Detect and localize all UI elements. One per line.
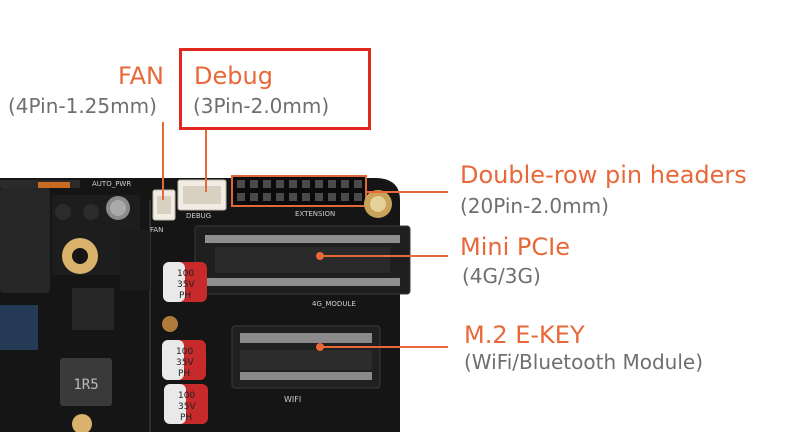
mini-pcie-title: Mini PCIe	[460, 233, 570, 261]
header-pin	[250, 180, 258, 188]
header-pin	[328, 193, 336, 201]
header-pin	[315, 180, 323, 188]
pin-header-pins	[237, 180, 362, 201]
mounting-hole	[72, 414, 92, 432]
cap-label: 100	[177, 269, 194, 279]
board-region	[120, 230, 150, 290]
pin-headers-subtitle: (20Pin-2.0mm)	[460, 194, 609, 218]
silk-debug: DEBUG	[186, 212, 211, 220]
header-pin	[250, 193, 258, 201]
cap-label: 35V	[178, 402, 196, 412]
header-pin	[315, 193, 323, 201]
solder-pad	[38, 182, 70, 188]
header-pin	[276, 193, 284, 201]
small-cap	[162, 316, 178, 332]
cap-label: 100	[178, 391, 195, 401]
header-pin	[354, 180, 362, 188]
debug-highlight-box	[179, 48, 371, 130]
header-pin	[302, 180, 310, 188]
header-pin	[328, 180, 336, 188]
m2-subtitle: (WiFi/Bluetooth Module)	[464, 350, 704, 374]
inductor	[60, 358, 112, 406]
silk-logo	[55, 204, 71, 220]
fan-title: FAN	[118, 62, 164, 90]
header-pin	[341, 180, 349, 188]
pin-headers-title: Double-row pin headers	[460, 161, 747, 189]
header-pin	[237, 180, 245, 188]
soc-chip	[0, 188, 50, 293]
silk-logo	[83, 204, 99, 220]
header-pin	[263, 193, 271, 201]
silk-extension: EXTENSION	[295, 210, 335, 218]
cap-label: 35V	[176, 358, 194, 368]
silk-fan: FAN	[150, 226, 163, 234]
header-pin	[354, 193, 362, 201]
blue-chip	[0, 305, 38, 350]
capacitor-2: 100 35V PH	[162, 340, 206, 380]
capacitor-1: 100 35V PH	[163, 262, 207, 302]
cap-label: PH	[180, 413, 192, 423]
cap-label: 100	[176, 347, 193, 357]
mini-pcie-subtitle: (4G/3G)	[462, 264, 541, 288]
header-pin	[263, 180, 271, 188]
ic-chip	[72, 288, 114, 330]
header-pin	[341, 193, 349, 201]
capacitor-3: 100 35V PH	[164, 384, 208, 424]
cap-label: 35V	[177, 280, 195, 290]
header-pin	[302, 193, 310, 201]
cap-label: PH	[179, 291, 191, 301]
silk-auto-pwr: AUTO_PWR	[92, 180, 131, 188]
silk-4g-module: 4G_MODULE	[312, 300, 356, 308]
m2-title: M.2 E-KEY	[464, 321, 585, 349]
header-pin	[289, 193, 297, 201]
fan-subtitle: (4Pin-1.25mm)	[8, 94, 157, 118]
leader-dot	[316, 343, 324, 351]
cap-label: PH	[178, 369, 190, 379]
header-pin	[289, 180, 297, 188]
debug-title: Debug	[194, 62, 273, 90]
header-pin	[276, 180, 284, 188]
leader-dot	[316, 252, 324, 260]
debug-subtitle: (3Pin-2.0mm)	[193, 94, 330, 118]
inductor-label: 1R5	[73, 377, 98, 393]
header-pin	[237, 193, 245, 201]
silk-wifi: WIFI	[284, 395, 301, 404]
